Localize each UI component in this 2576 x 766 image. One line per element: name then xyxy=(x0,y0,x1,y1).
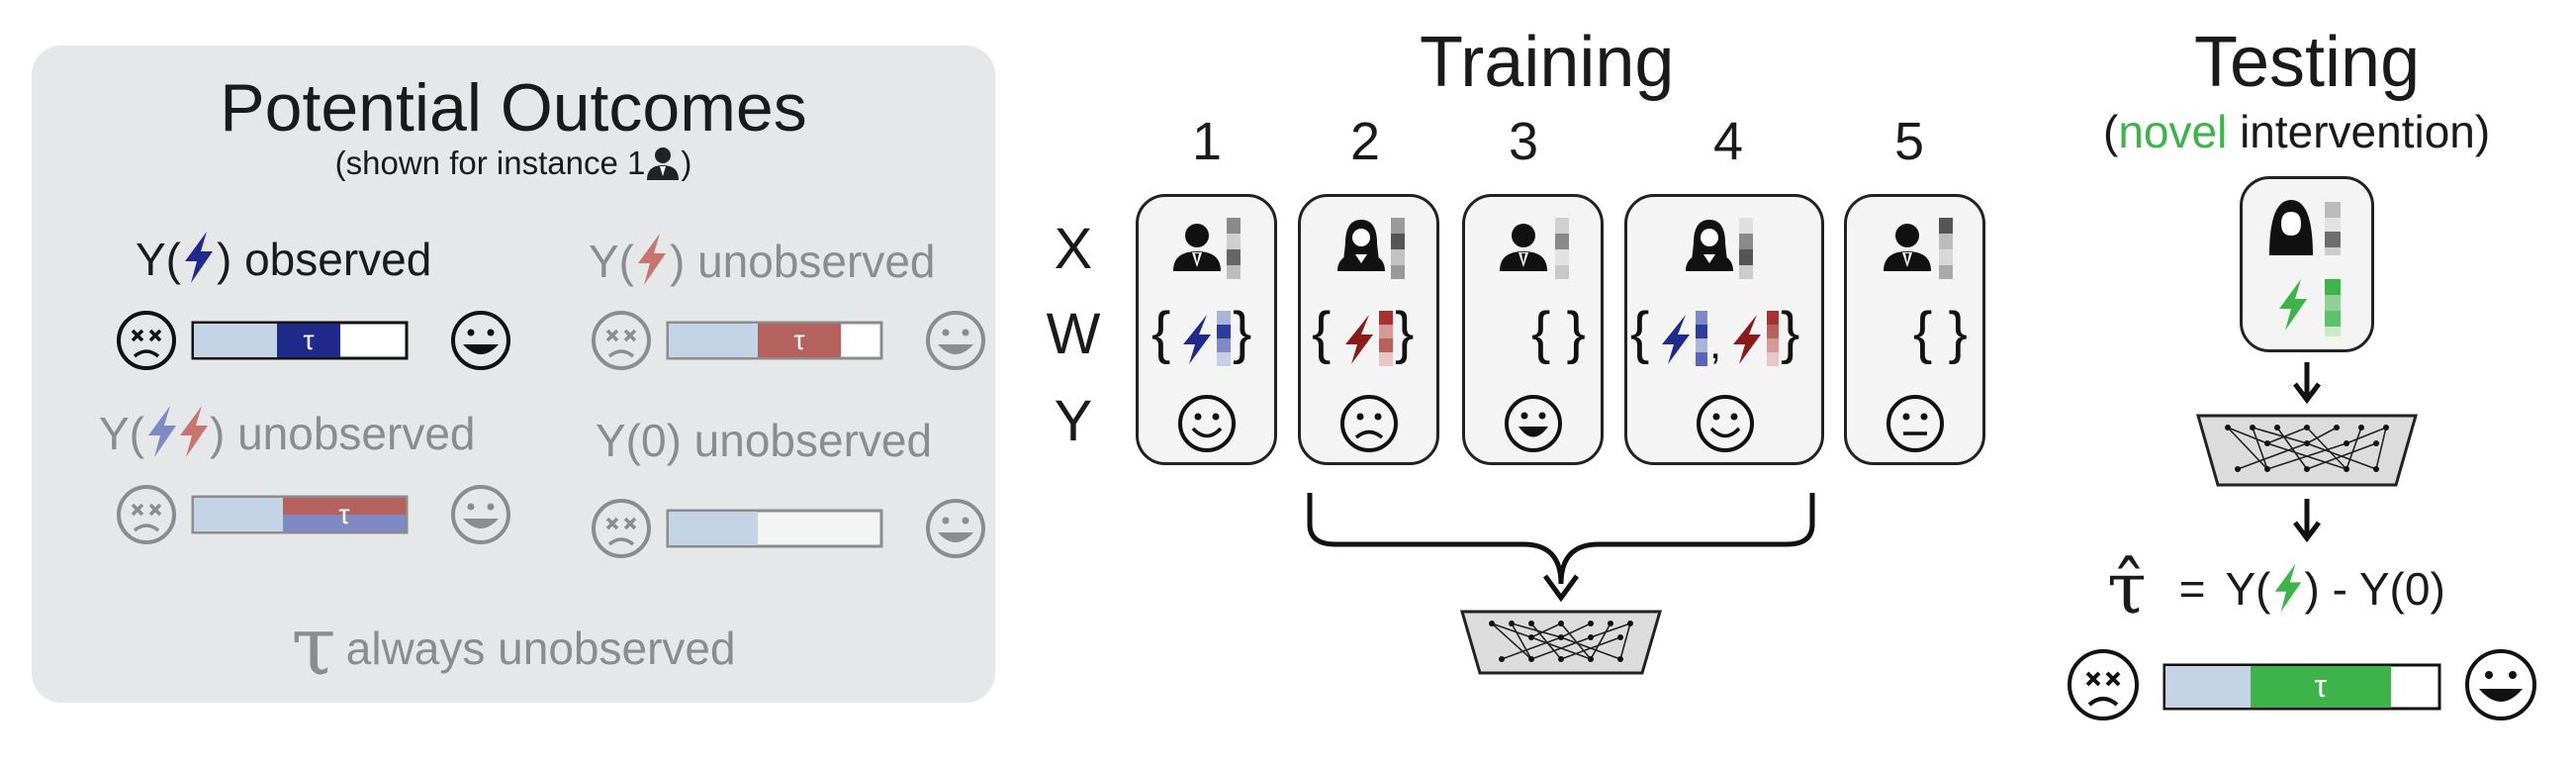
neural-network-icon xyxy=(2196,414,2418,487)
row-label-y: Y xyxy=(1054,389,1093,453)
testing-pipeline xyxy=(2196,362,2418,543)
bolt-icon xyxy=(2279,279,2307,331)
person-icon xyxy=(1337,220,1385,271)
person-icon xyxy=(1686,220,1733,271)
training-title: Training xyxy=(1420,23,1675,102)
tau-hat-symbol: τ̂ xyxy=(2107,546,2147,629)
y0-outcome-row xyxy=(592,499,985,558)
bolt-icon xyxy=(1183,315,1211,364)
smiley-dead-icon xyxy=(592,499,651,558)
bolt-icon xyxy=(638,234,666,285)
brace-icon: } xyxy=(1233,301,1251,365)
row-label-w: W xyxy=(1046,302,1101,366)
potential-outcomes-subtitle: (shown for instance 1) xyxy=(334,144,692,181)
column-number: 1 xyxy=(1191,112,1223,171)
bolt-icon xyxy=(1345,315,1373,364)
smiley-dead-icon xyxy=(592,311,651,370)
arrow-down-icon xyxy=(1542,574,1580,603)
y0-unobserved-label: Y(0) unobserved xyxy=(596,415,933,466)
unobserved-both-label: Y() unobserved xyxy=(99,406,476,459)
testing-subtitle: (novel intervention) xyxy=(2103,106,2491,157)
test-instance-content xyxy=(2269,200,2341,336)
potential-outcomes-title: Potential Outcomes xyxy=(220,70,807,145)
smiley-sad-icon xyxy=(1340,395,1398,452)
bolt-icon xyxy=(1662,315,1690,364)
brace-icon: } xyxy=(1781,301,1799,365)
smiley-dead-icon xyxy=(117,311,176,370)
tau-label: τ xyxy=(338,499,349,529)
brace-icon: { xyxy=(1312,301,1331,365)
arrow-down-icon xyxy=(2293,362,2321,405)
smiley-happy-icon xyxy=(2465,649,2536,720)
smiley-dead-icon xyxy=(117,485,176,544)
column-number: 3 xyxy=(1508,112,1539,171)
predicted-outcome-row: τ xyxy=(2068,649,2536,720)
person-icon xyxy=(647,147,680,180)
person-icon xyxy=(2269,200,2313,255)
smiley-happy-icon xyxy=(1178,395,1236,452)
brace-icon: { xyxy=(1630,301,1649,365)
bolt-icon xyxy=(185,232,213,283)
tau-label: τ xyxy=(2315,668,2328,704)
unobserved-red-label: Y() unobserved xyxy=(589,234,936,287)
person-icon xyxy=(1884,224,1931,271)
column-number: 2 xyxy=(1349,112,1381,171)
svg-text:,: , xyxy=(1709,320,1721,368)
smiley-happy-icon xyxy=(451,311,510,370)
bolt-icon xyxy=(148,406,208,457)
column-number: 4 xyxy=(1712,112,1744,171)
smiley-neutral-icon xyxy=(1886,395,1944,452)
potential-outcomes-panel: Potential Outcomes (shown for instance 1… xyxy=(32,46,995,703)
tau-symbol-large: τ xyxy=(291,600,336,694)
training-cards-content: { } { } { } { , } { } xyxy=(1151,218,1968,452)
brace-icon: { xyxy=(1151,301,1170,365)
neural-network-icon xyxy=(1460,610,1662,675)
smiley-happy-icon xyxy=(1697,395,1754,452)
tau-label: τ xyxy=(793,325,804,355)
unobserved-both-outcome-row: τ xyxy=(117,485,510,544)
smiley-happy-icon xyxy=(1505,395,1562,452)
brace-icon xyxy=(1307,493,1815,585)
effect-formula: τ̂ =Y() - Y(0) xyxy=(2107,546,2445,629)
column-number: 5 xyxy=(1893,112,1925,171)
empty-intervention-set: { } xyxy=(1531,301,1586,365)
tau-label: τ xyxy=(303,325,314,355)
empty-intervention-set: { } xyxy=(1913,301,1968,365)
bolt-icon xyxy=(2274,563,2301,613)
test-instance xyxy=(2240,176,2374,352)
arrow-down-icon xyxy=(2293,499,2321,543)
observed-outcome-row: τ xyxy=(117,311,510,370)
person-icon xyxy=(1500,224,1547,271)
training-aggregation xyxy=(1307,493,1815,675)
unobserved-red-outcome-row: τ xyxy=(592,311,985,370)
bolt-icon xyxy=(1733,315,1761,364)
brace-icon: } xyxy=(1395,301,1414,365)
observed-label: Y() observed xyxy=(136,232,432,285)
person-icon xyxy=(1173,224,1221,271)
smiley-happy-icon xyxy=(451,485,510,544)
smiley-happy-icon xyxy=(926,311,985,370)
training-instance-1 xyxy=(1136,194,1277,465)
smiley-happy-icon xyxy=(926,499,985,558)
testing-title: Testing xyxy=(2194,23,2421,102)
row-label-x: X xyxy=(1054,217,1093,281)
smiley-dead-icon xyxy=(2068,649,2139,720)
